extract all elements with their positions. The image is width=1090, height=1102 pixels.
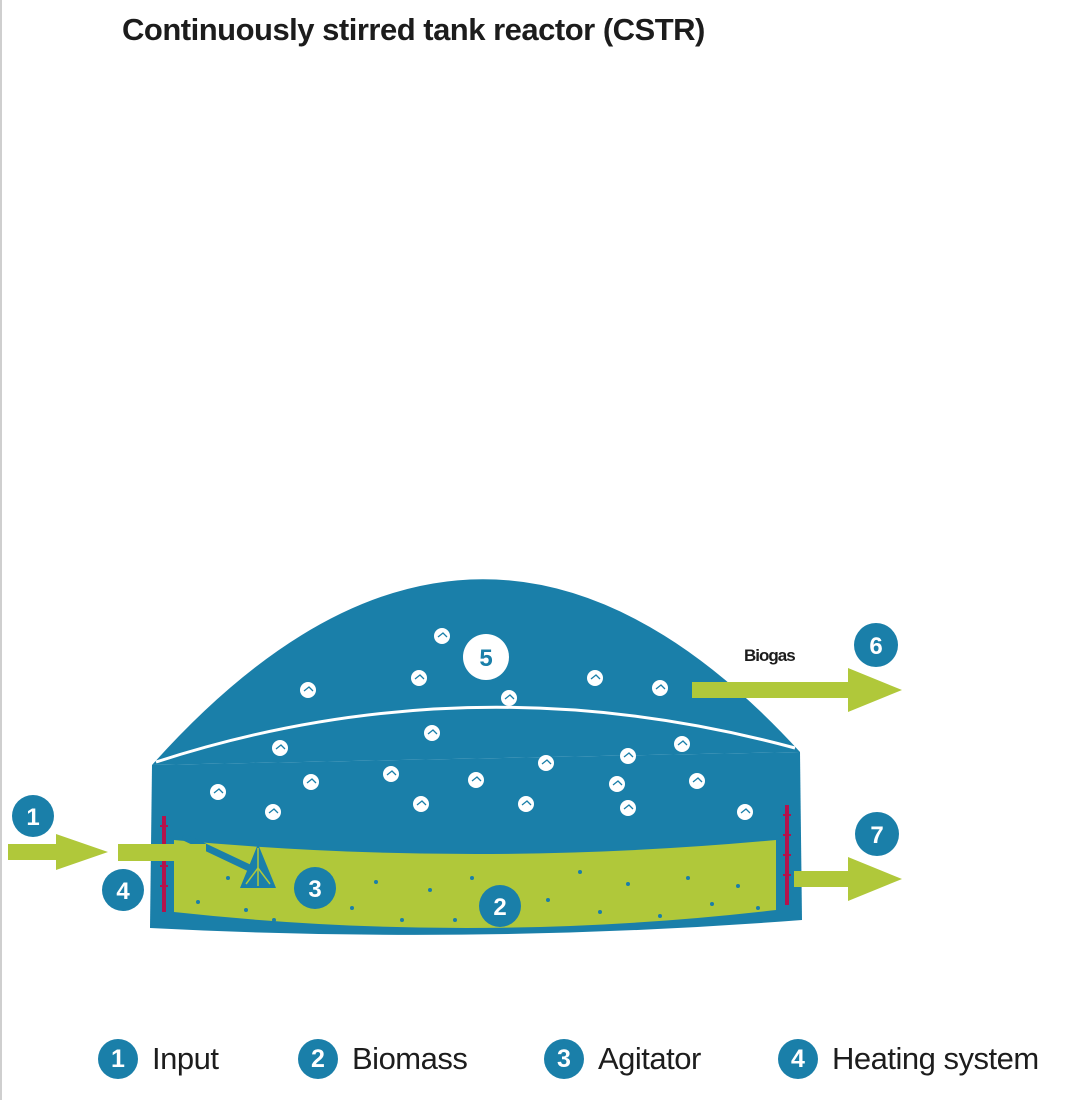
marker-7-text: 7 [870, 822, 883, 849]
legend-item-input: 1 Input [98, 1034, 219, 1084]
marker-2: 2 [479, 885, 521, 927]
input-arrow-left [8, 834, 108, 870]
legend-label: Heating system [832, 1041, 1039, 1076]
agitator [182, 834, 276, 888]
digestate-outlet-arrow [794, 857, 902, 901]
heating-system-right [783, 805, 791, 905]
marker-3-text: 3 [308, 876, 321, 903]
legend-badge: 3 [544, 1039, 584, 1079]
diagram-title: Continuously stirred tank reactor (CSTR) [122, 12, 705, 47]
biomass-particles [196, 870, 760, 922]
marker-7: 7 [855, 812, 899, 856]
legend-badge: 2 [298, 1039, 338, 1079]
gas-membrane [155, 705, 796, 764]
biogas-label: Biogas [744, 646, 795, 665]
marker-1-text: 1 [26, 804, 39, 831]
marker-5-text: 5 [479, 645, 492, 672]
marker-2-text: 2 [493, 894, 506, 921]
marker-4: 4 [102, 869, 144, 911]
marker-5: 5 [463, 634, 509, 680]
biogas-bubbles [210, 628, 753, 820]
marker-6: 6 [854, 623, 898, 667]
legend-item-agitator: 3 Agitator [544, 1034, 701, 1084]
marker-6-text: 6 [869, 633, 882, 660]
biogas-bubble-marks [213, 632, 751, 814]
legend-label: Input [152, 1041, 219, 1076]
legend-badge: 4 [778, 1039, 818, 1079]
cstr-diagram: Biogas 1 4 3 2 5 6 7 [8, 579, 902, 935]
legend-item-heating-system: 4 Heating system [778, 1034, 1039, 1084]
marker-1: 1 [12, 795, 54, 837]
legend: 1 Input 2 Biomass 3 Agitator 4 Heating s… [98, 1034, 1088, 1084]
biogas-outlet-arrow [692, 668, 902, 712]
legend-badge: 1 [98, 1039, 138, 1079]
legend-label: Agitator [598, 1041, 701, 1076]
legend-item-biomass: 2 Biomass [298, 1034, 468, 1084]
marker-4-text: 4 [116, 878, 130, 905]
marker-3: 3 [294, 867, 336, 909]
input-pipe [118, 844, 206, 861]
legend-label: Biomass [352, 1041, 468, 1076]
